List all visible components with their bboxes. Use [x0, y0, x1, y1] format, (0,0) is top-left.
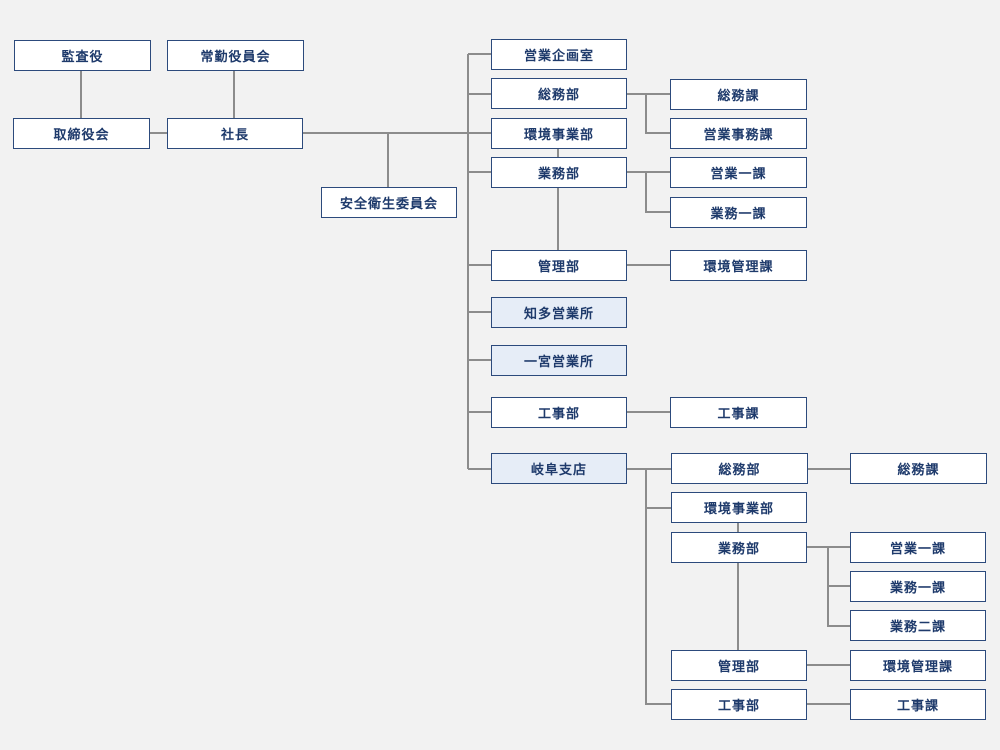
gifu-env-management-section-box: 環境管理課 [850, 650, 986, 681]
hq-env-management-section-box: 環境管理課 [670, 250, 807, 281]
safety-committee-box: 安全衛生委員会 [321, 187, 457, 218]
gifu-sales-section-1-box: 営業一課 [850, 532, 986, 563]
gifu-construction-section-box: 工事課 [850, 689, 986, 720]
sales-planning-box: 営業企画室 [491, 39, 627, 70]
gifu-environment-business-box: 環境事業部 [671, 492, 807, 523]
environment-business-box: 環境事業部 [491, 118, 627, 149]
gifu-operations-box: 業務部 [671, 532, 807, 563]
hq-sales-section-1-box: 営業一課 [670, 157, 807, 188]
gifu-operations-section-1-box: 業務一課 [850, 571, 986, 602]
general-affairs-box: 総務部 [491, 78, 627, 109]
gifu-general-affairs-section-box: 総務課 [850, 453, 987, 484]
gifu-management-box: 管理部 [671, 650, 807, 681]
gifu-general-affairs-box: 総務部 [671, 453, 808, 484]
management-box: 管理部 [491, 250, 627, 281]
gifu-operations-section-2-box: 業務二課 [850, 610, 986, 641]
gifu-branch-box: 岐阜支店 [491, 453, 627, 484]
hq-operations-section-1-box: 業務一課 [670, 197, 807, 228]
board-box: 取締役会 [13, 118, 150, 149]
standing-auditors-box: 常勤役員会 [167, 40, 304, 71]
construction-box: 工事部 [491, 397, 627, 428]
hq-sales-admin-section-box: 営業事務課 [670, 118, 807, 149]
hq-construction-section-box: 工事課 [670, 397, 807, 428]
president-box: 社長 [167, 118, 303, 149]
operations-box: 業務部 [491, 157, 627, 188]
auditor-box: 監査役 [14, 40, 151, 71]
ichinomiya-office-box: 一宮営業所 [491, 345, 627, 376]
chita-office-box: 知多営業所 [491, 297, 627, 328]
hq-general-affairs-section-box: 総務課 [670, 79, 807, 110]
gifu-construction-box: 工事部 [671, 689, 807, 720]
